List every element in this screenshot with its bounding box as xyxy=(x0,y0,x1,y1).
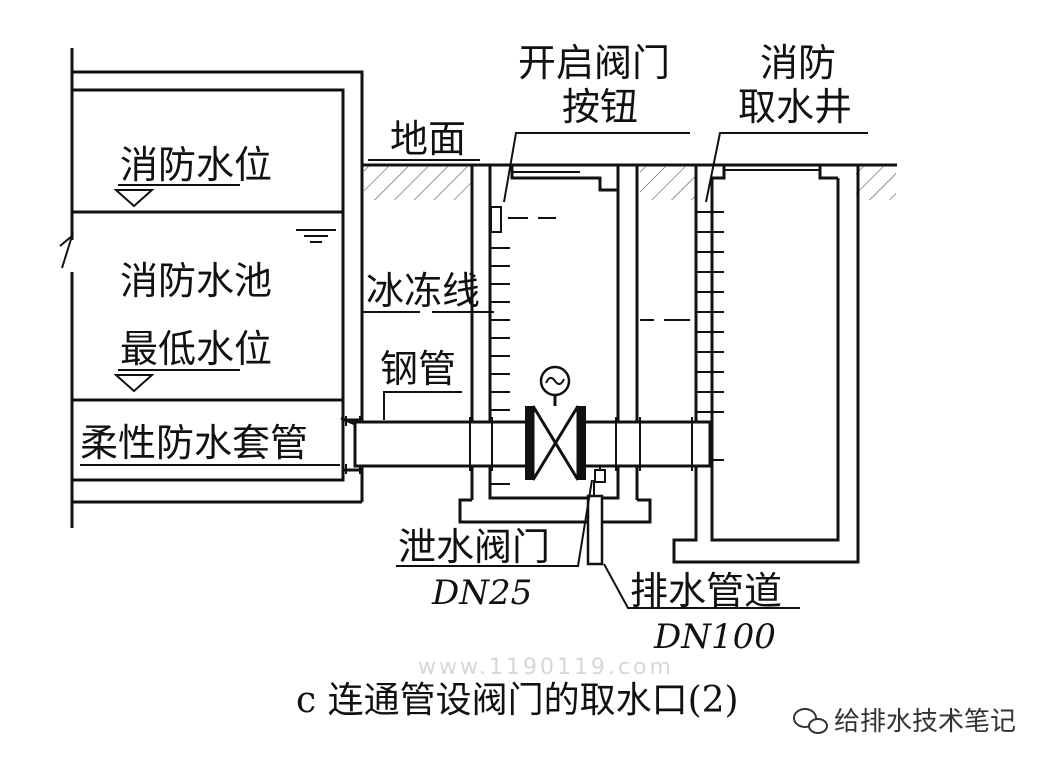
brand-name: 给排水技术笔记 xyxy=(834,707,1016,737)
drain-valve-assembly xyxy=(586,466,606,566)
intake-well xyxy=(640,165,860,564)
labels: 开启阀门 按钮 消防 取水井 地面 消防水位 消防水池 冰冻线 最低水位 钢管 … xyxy=(80,41,852,657)
label-open-valve-button-1: 开启阀门 xyxy=(518,41,670,85)
brand-badge: 给排水技术笔记 xyxy=(793,707,1016,737)
label-fire-pool: 消防水池 xyxy=(120,259,272,303)
label-drain-valve: 泄水阀门 xyxy=(398,525,550,569)
fire-pool xyxy=(59,48,364,528)
leader-lines xyxy=(80,132,868,609)
label-steel-pipe: 钢管 xyxy=(380,347,456,391)
label-drain-pipe-size: DN100 xyxy=(653,617,776,657)
label-frost-line: 冰冻线 xyxy=(366,269,480,313)
connecting-pipe xyxy=(340,416,712,471)
label-fire-intake-well-1: 消防 xyxy=(760,41,836,85)
water-surface-mark xyxy=(296,229,336,243)
water-level-symbol-lowest xyxy=(113,369,240,393)
label-fire-water-level: 消防水位 xyxy=(120,143,272,187)
figure-caption: c 连通管设阀门的取水口(2) xyxy=(296,680,739,721)
gate-valve xyxy=(525,365,586,481)
label-drain-valve-size: DN25 xyxy=(431,573,532,613)
label-lowest-water-level: 最低水位 xyxy=(120,327,272,371)
ground-surface xyxy=(362,163,897,200)
valve-well xyxy=(458,165,652,524)
watermark: www.1190119.com xyxy=(418,655,674,680)
wechat-icon xyxy=(793,708,828,734)
valve-button xyxy=(490,206,502,233)
water-level-symbol-fire xyxy=(113,184,240,208)
label-ground: 地面 xyxy=(390,117,466,161)
label-open-valve-button-2: 按钮 xyxy=(562,85,638,129)
label-flexible-sleeve: 柔性防水套管 xyxy=(80,421,308,465)
label-drain-pipe: 排水管道 xyxy=(630,569,782,613)
label-fire-intake-well-2: 取水井 xyxy=(738,85,852,129)
drain-pipe xyxy=(586,494,604,566)
